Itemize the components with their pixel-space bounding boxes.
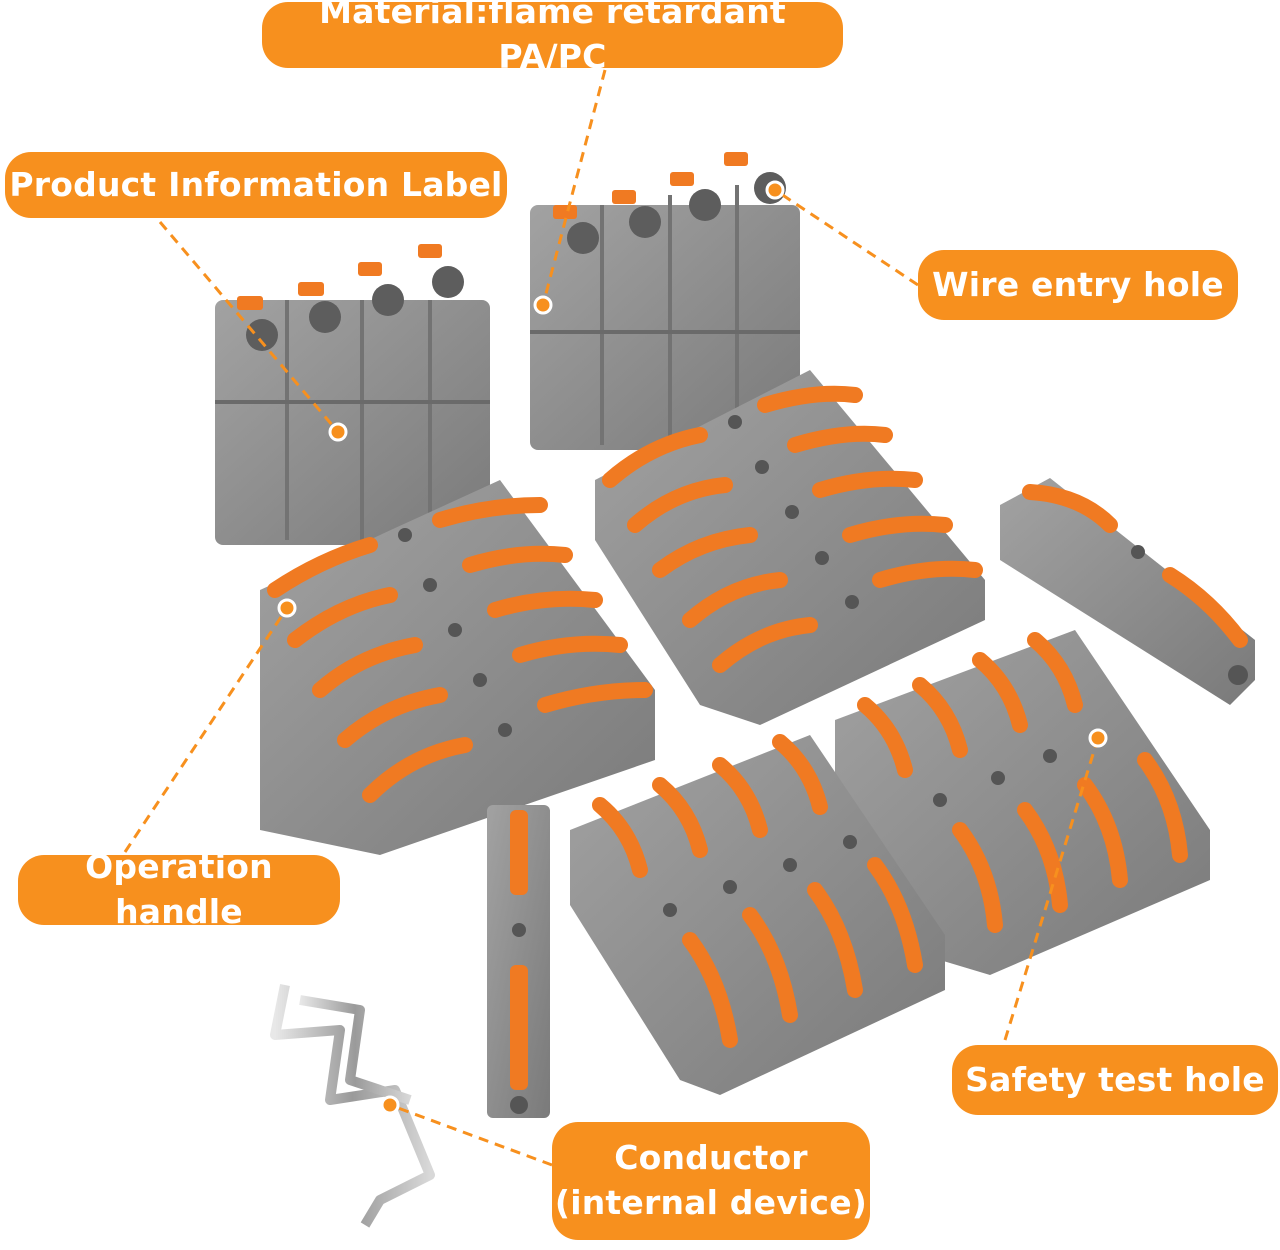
label-safety-test-hole: Safety test hole (952, 1045, 1278, 1115)
connector-block-left-middle (260, 480, 655, 855)
leader-lines (123, 69, 1100, 1167)
connector-single-vertical (487, 805, 550, 1118)
label-wire-entry-hole: Wire entry hole (918, 250, 1238, 320)
connector-block-top-right (530, 152, 800, 450)
label-product-info: Product Information Label (5, 152, 507, 218)
label-material: Material:flame retardant PA/PC (262, 0, 843, 76)
label-operation-handle: Operation handle (18, 847, 340, 931)
conductor-metal-clip (270, 984, 435, 1228)
connector-block-bottom-center (570, 734, 945, 1095)
connector-block-center (595, 370, 985, 725)
connector-block-bottom-right (835, 630, 1210, 975)
label-conductor-line1: Conductor (614, 1138, 808, 1178)
label-conductor: Conductor (internal device) (552, 1122, 870, 1240)
leader-dots (277, 180, 1108, 1115)
connector-block-top-left (215, 244, 490, 545)
connector-single-right (1000, 478, 1255, 705)
label-conductor-line2: (internal device) (554, 1183, 868, 1222)
